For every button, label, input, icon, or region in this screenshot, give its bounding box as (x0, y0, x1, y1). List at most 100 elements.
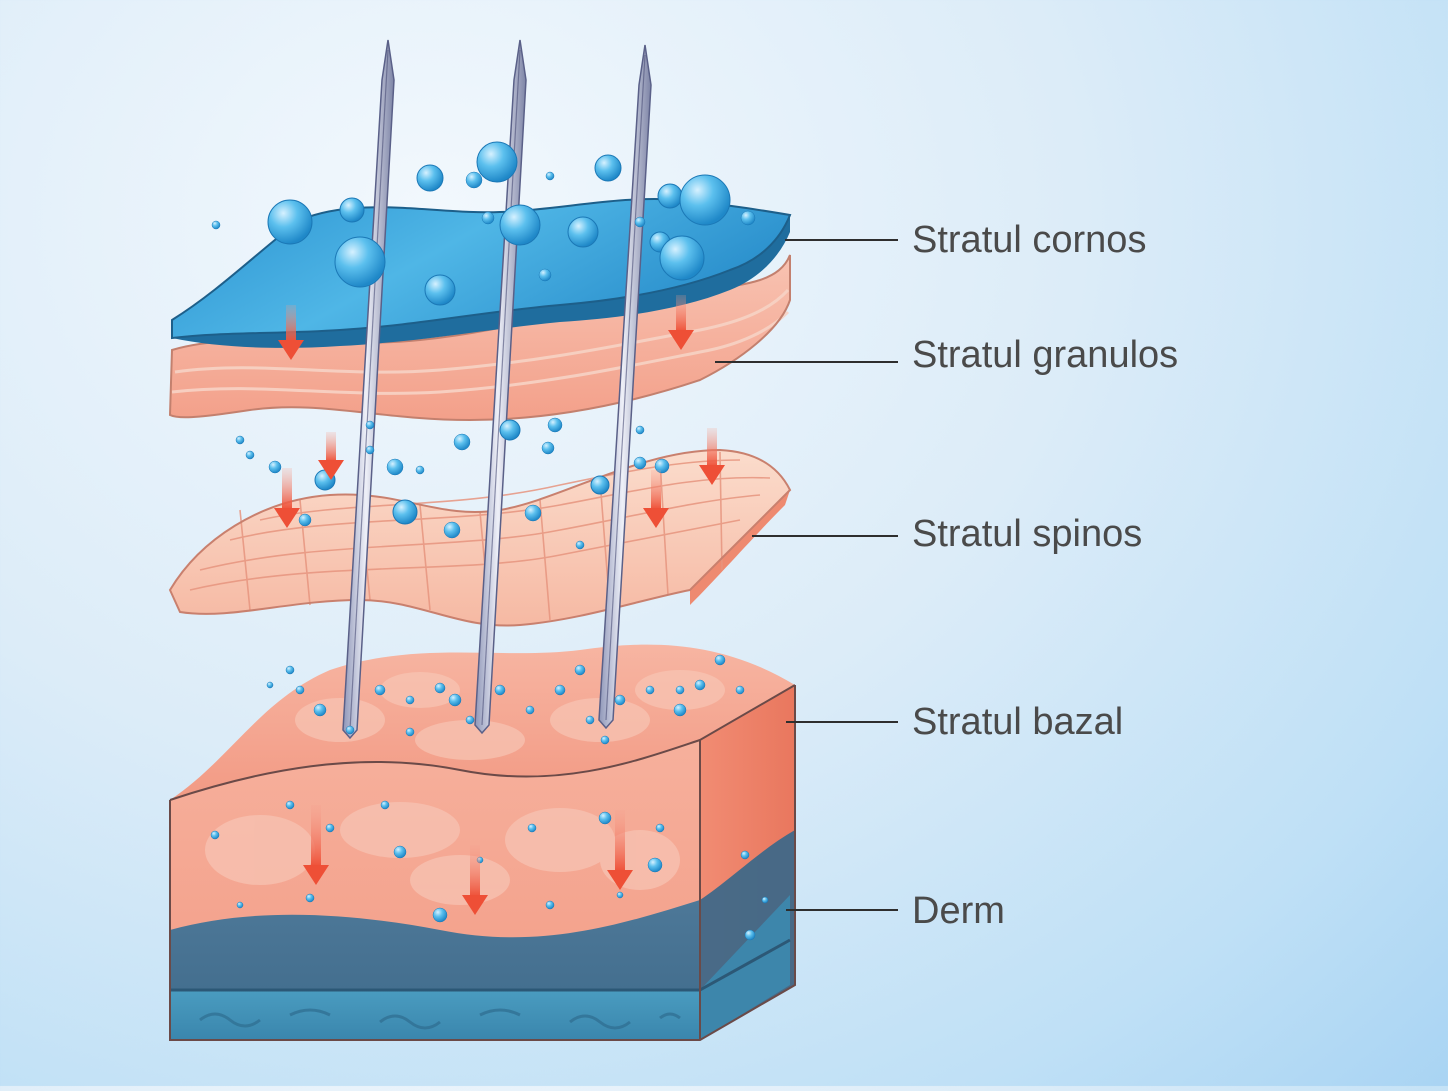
droplet-icon (453, 433, 471, 451)
label-stratul-bazal: Stratul bazal (912, 701, 1124, 743)
droplet-icon (654, 458, 670, 474)
droplet-icon (298, 513, 312, 527)
droplet-icon (235, 435, 245, 445)
droplet-icon (416, 164, 444, 192)
droplet-icon (547, 417, 563, 433)
droplet-icon (268, 460, 282, 474)
droplet-icon (614, 694, 626, 706)
label-stratul-spinos: Stratul spinos (912, 513, 1143, 555)
droplet-icon (594, 154, 622, 182)
droplet-icon (714, 654, 726, 666)
droplet-icon (740, 850, 750, 860)
droplet-icon (313, 703, 327, 717)
microneedles (342, 39, 652, 740)
droplet-icon (545, 171, 555, 181)
droplet-icon (694, 679, 706, 691)
droplet-icon (345, 725, 355, 735)
droplet-icon (600, 735, 610, 745)
droplet-icon (744, 929, 756, 941)
arrow-down-icon (274, 468, 300, 528)
droplet-icon (325, 823, 335, 833)
arrow-down-icon (607, 810, 633, 890)
droplet-icon (295, 685, 305, 695)
droplet-icon (236, 901, 244, 909)
label-derm: Derm (912, 890, 1005, 932)
microneedle-icon (598, 44, 652, 730)
droplet-icon (541, 441, 555, 455)
droplet-icon (424, 274, 456, 306)
label-stratul-cornos: Stratul cornos (912, 219, 1147, 261)
droplet-icon (285, 665, 295, 675)
serum-droplets (210, 141, 769, 941)
droplet-icon (499, 419, 521, 441)
droplet-icon (545, 900, 555, 910)
droplet-icon (740, 210, 756, 226)
microneedle-icon (342, 39, 395, 740)
penetration-arrows (274, 295, 725, 915)
droplet-icon (524, 504, 542, 522)
droplet-icon (211, 220, 221, 230)
droplet-icon (538, 268, 552, 282)
droplet-icon (266, 681, 274, 689)
spinosum-sheet (168, 448, 792, 627)
droplet-icon (679, 174, 731, 226)
droplet-icon (567, 216, 599, 248)
droplet-icon (574, 664, 586, 676)
droplet-icon (392, 499, 418, 525)
droplet-icon (673, 703, 687, 717)
arrow-down-icon (699, 428, 725, 485)
droplet-icon (659, 235, 705, 281)
basal-dermis-block (169, 644, 796, 1041)
droplet-icon (481, 211, 495, 225)
droplet-icon (598, 811, 612, 825)
droplet-icon (380, 800, 390, 810)
droplet-icon (210, 830, 220, 840)
droplet-icon (305, 893, 315, 903)
droplet-icon (415, 465, 425, 475)
droplet-icon (657, 183, 683, 209)
droplet-icon (405, 727, 415, 737)
droplet-icon (374, 684, 386, 696)
droplet-icon (633, 456, 647, 470)
droplet-icon (499, 204, 541, 246)
droplet-icon (365, 420, 375, 430)
droplet-icon (554, 684, 566, 696)
granulosum-layer (168, 254, 791, 422)
droplet-icon (432, 907, 448, 923)
label-stratul-granulos: Stratul granulos (912, 334, 1179, 376)
droplet-icon (465, 715, 475, 725)
droplet-icon (647, 857, 663, 873)
droplet-icon (675, 685, 685, 695)
droplet-icon (434, 682, 446, 694)
droplet-icon (494, 684, 506, 696)
droplet-icon (634, 216, 646, 228)
droplet-icon (575, 540, 585, 550)
droplet-icon (365, 445, 375, 455)
droplet-icon (655, 823, 665, 833)
droplet-icon (339, 197, 365, 223)
droplet-icon (443, 521, 461, 539)
droplet-icon (735, 685, 745, 695)
arrow-down-icon (462, 845, 488, 915)
arrow-down-icon (278, 305, 304, 360)
droplet-icon (635, 425, 645, 435)
leader-lines (715, 239, 898, 911)
droplet-icon (393, 845, 407, 859)
arrow-down-icon (303, 805, 329, 885)
droplet-icon (585, 715, 595, 725)
droplet-icon (590, 475, 610, 495)
arrow-down-icon (643, 470, 669, 528)
droplet-icon (334, 236, 386, 288)
droplet-icon (476, 141, 518, 183)
droplet-icon (448, 693, 462, 707)
droplet-icon (525, 705, 535, 715)
droplet-icon (645, 685, 655, 695)
droplet-icon (761, 896, 769, 904)
arrow-down-icon (668, 295, 694, 350)
droplet-icon (245, 450, 255, 460)
droplet-icon (527, 823, 537, 833)
droplet-icon (285, 800, 295, 810)
droplet-icon (405, 695, 415, 705)
